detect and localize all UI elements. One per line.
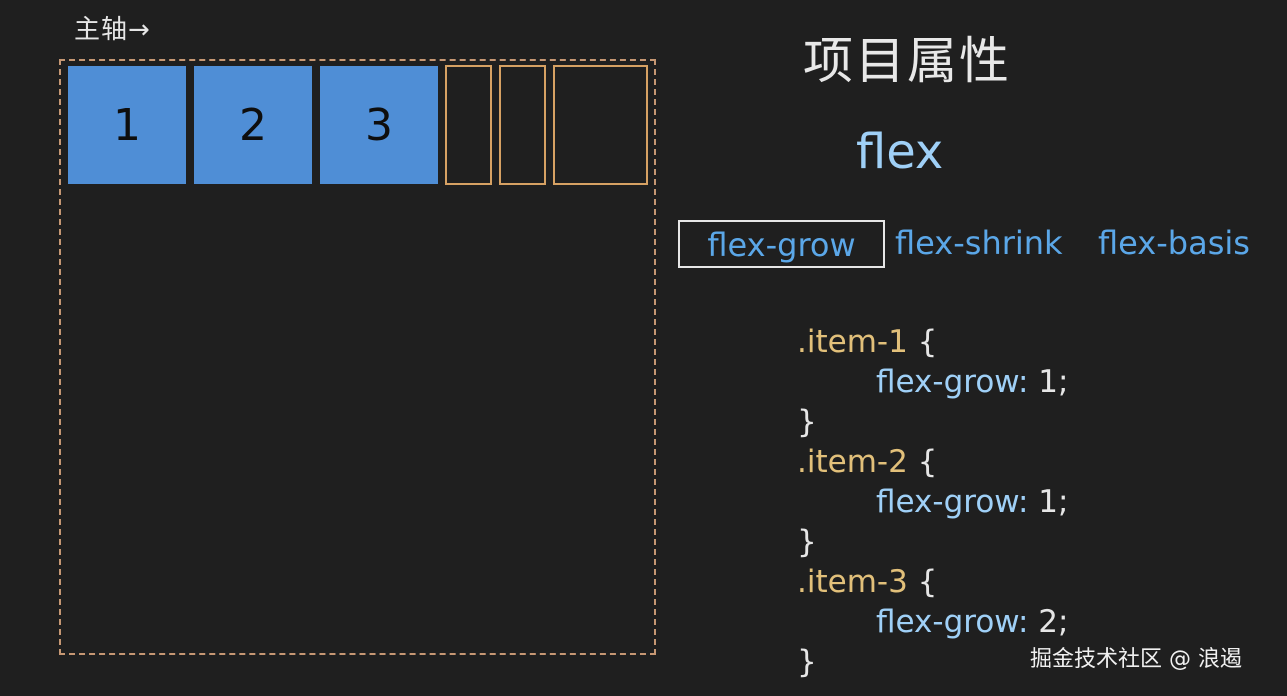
- code-selector: .item-1: [797, 324, 908, 360]
- flex-item-3: 3: [320, 66, 438, 184]
- code-property: flex-grow:: [876, 364, 1029, 400]
- code-open-brace: {: [917, 564, 938, 600]
- code-value: 1;: [1038, 484, 1069, 520]
- code-property: flex-grow:: [876, 484, 1029, 520]
- flex-container: [59, 59, 656, 655]
- code-close-brace: }: [797, 524, 817, 560]
- main-axis-label: 主轴→: [74, 15, 151, 45]
- flex-item-1: 1: [68, 66, 186, 184]
- code-open-brace: {: [917, 444, 938, 480]
- watermark: 掘金技术社区 @ 浪遏: [1030, 647, 1242, 672]
- code-rule-open: .item-3 {: [797, 562, 1068, 602]
- code-rule-close: }: [797, 522, 1068, 562]
- code-property: flex-grow:: [876, 604, 1029, 640]
- code-selector: .item-2: [797, 444, 908, 480]
- code-value: 2;: [1038, 604, 1069, 640]
- code-close-brace: }: [797, 404, 817, 440]
- css-code-block: .item-1 { flex-grow: 1; } .item-2 { flex…: [797, 322, 1068, 682]
- grow-space-item-3: [553, 65, 648, 185]
- flex-item-2: 2: [194, 66, 312, 184]
- grow-space-item-2: [499, 65, 546, 185]
- flex-shorthand-label: flex: [856, 124, 944, 180]
- code-rule-close: }: [797, 402, 1068, 442]
- code-open-brace: {: [917, 324, 938, 360]
- code-declaration: flex-grow: 1;: [797, 482, 1068, 522]
- code-value: 1;: [1038, 364, 1069, 400]
- code-declaration: flex-grow: 2;: [797, 602, 1068, 642]
- code-rule-open: .item-2 {: [797, 442, 1068, 482]
- code-rule-close: }: [797, 642, 1068, 682]
- grow-space-item-1: [445, 65, 492, 185]
- code-declaration: flex-grow: 1;: [797, 362, 1068, 402]
- code-rule-open: .item-1 {: [797, 322, 1068, 362]
- code-close-brace: }: [797, 644, 817, 680]
- code-selector: .item-3: [797, 564, 908, 600]
- section-title: 项目属性: [803, 32, 1011, 90]
- tab-flex-grow[interactable]: flex-grow: [678, 220, 885, 268]
- tab-flex-shrink[interactable]: flex-shrink: [895, 224, 1063, 262]
- tab-flex-basis[interactable]: flex-basis: [1098, 224, 1250, 262]
